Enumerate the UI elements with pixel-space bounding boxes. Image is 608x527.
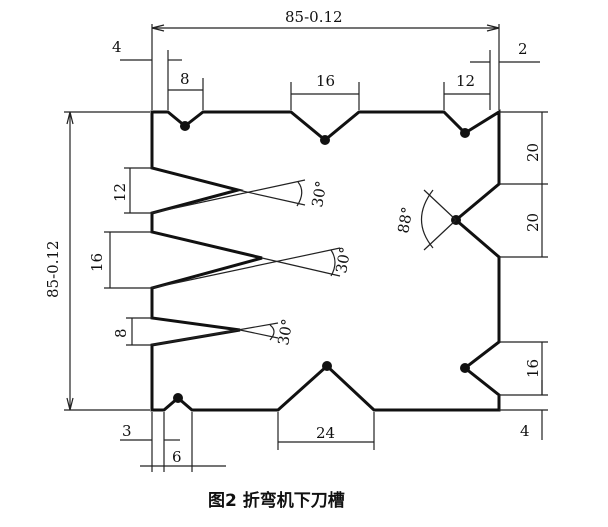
label-right-middle: 20 [524,213,542,232]
label-right-lower-groove: 16 [524,359,542,378]
label-right-bottom-offset: 4 [520,422,530,440]
label-bottom-left-groove: 6 [172,448,182,466]
pivot-dot-bottom-left [173,393,183,403]
label-groove-top-right: 12 [456,72,475,90]
dim-groove-top-right [443,82,490,110]
label-angle-middle: 30° [332,245,354,274]
right-angle-extensions [423,189,457,251]
dim-left-groove-upper [124,167,152,214]
dim-left-groove-middle [104,231,152,289]
dim-right-column [499,111,548,440]
label-angle-right: 88° [394,205,416,234]
label-groove-top-left: 8 [180,70,190,88]
label-overall-width: 85-0.12 [285,8,343,26]
label-angle-lower: 30° [274,317,296,346]
label-groove-top-middle: 16 [316,72,335,90]
pivot-dot-bottom-middle [322,361,332,371]
label-left-groove-upper: 12 [111,183,129,202]
label-right-offset-top: 2 [518,40,528,58]
die-outline [150,109,501,412]
label-right-upper: 20 [524,143,542,162]
label-overall-height: 85-0.12 [44,240,62,298]
dim-left-groove-lower [126,317,152,346]
dim-overall-height [64,111,150,411]
pivot-dot-top-middle [320,135,330,145]
label-bottom-left-offset: 3 [122,422,132,440]
dim-bottom-middle [277,412,375,450]
dim-overall-width [151,24,500,110]
dim-left-offset-top [120,50,182,110]
pivot-dot-top-right [460,128,470,138]
label-left-offset-top: 4 [112,38,122,56]
left-groove-extensions [151,179,341,346]
figure-caption: 图2 折弯机下刀槽 [208,490,345,511]
label-left-groove-lower: 8 [112,328,130,338]
pivot-dot-top-left [180,121,190,131]
label-left-groove-middle: 16 [88,253,106,272]
dim-groove-top-middle [290,82,360,110]
pivot-dot-right-lower [460,363,470,373]
label-bottom-middle-groove: 24 [316,424,335,442]
label-angle-upper: 30° [308,179,330,208]
dim-groove-top-left [168,78,204,110]
dim-bottom-left [120,412,226,472]
dim-right-offset-top [470,50,540,110]
